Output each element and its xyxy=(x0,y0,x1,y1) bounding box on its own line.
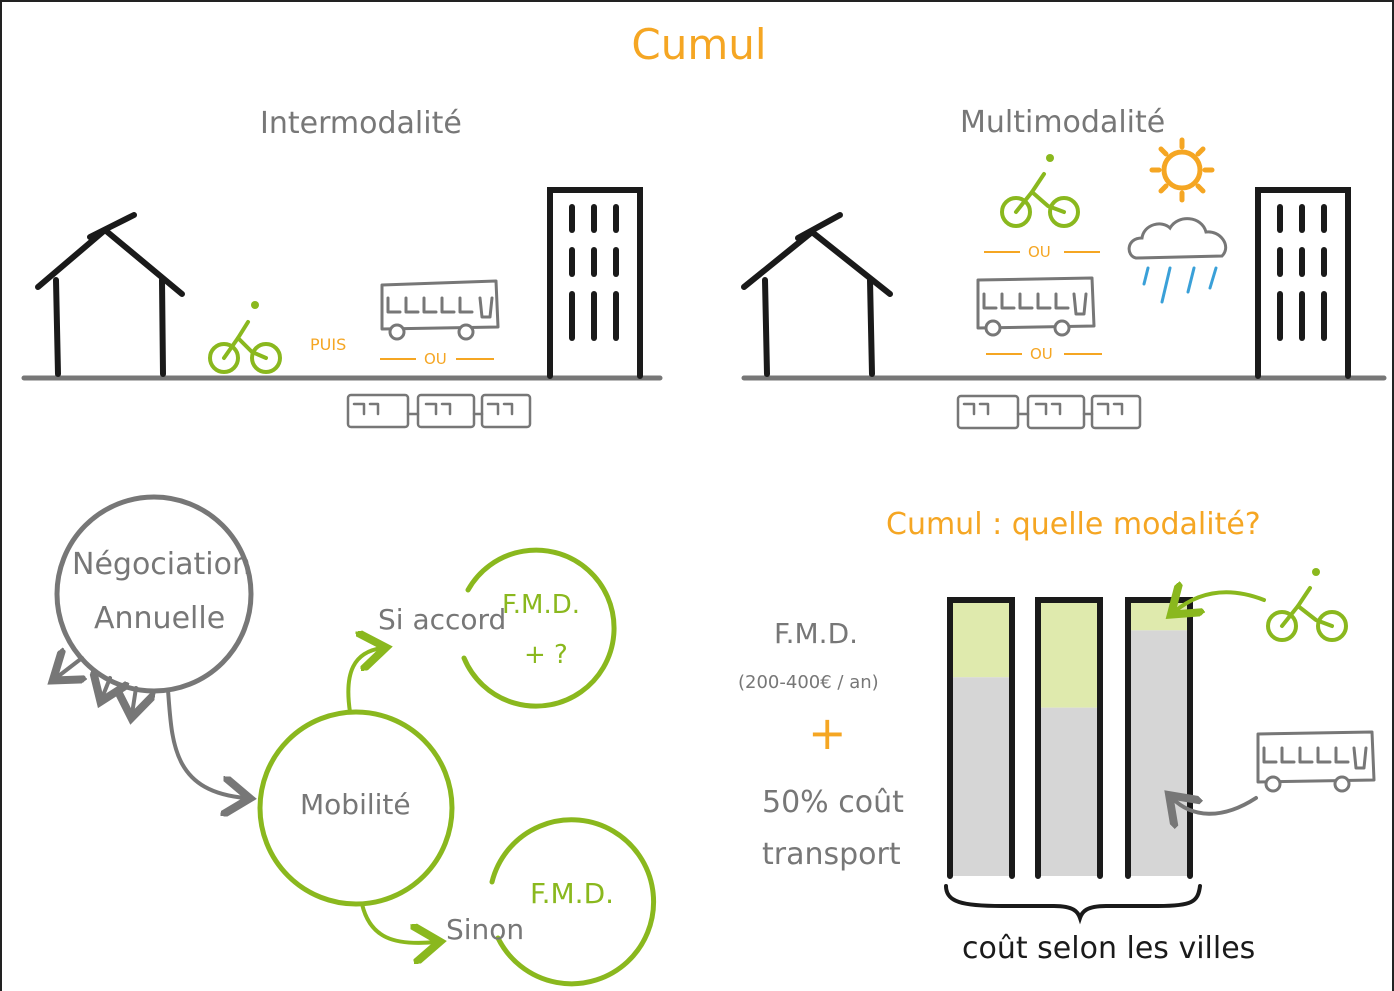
brace xyxy=(944,884,1202,925)
bar-3-outline xyxy=(1125,597,1193,879)
bus-icon xyxy=(976,276,1096,337)
mobilite-label: Mobilité xyxy=(300,788,411,821)
house-icon xyxy=(741,212,893,377)
fmd-amount-label: F.M.D. xyxy=(774,617,859,650)
bar-1-transport-share xyxy=(950,677,1012,876)
cost-caption: coût selon les villes xyxy=(962,931,1256,966)
annuelle-label: Annuelle xyxy=(94,601,226,636)
bar-1-outline xyxy=(947,597,1015,879)
puis-label: PUIS xyxy=(310,335,347,354)
multimodalite-heading: Multimodalité xyxy=(960,105,1166,140)
si-accord-label: Si accord xyxy=(378,603,507,636)
fmd-arc xyxy=(489,817,657,987)
ou-label: OU xyxy=(424,350,447,368)
sinon-label: Sinon xyxy=(446,913,525,946)
plus-question-label: + ? xyxy=(524,640,568,670)
bike-icon xyxy=(1000,154,1080,228)
arrow-to-si-accord xyxy=(346,648,382,714)
fmd-plus-arc xyxy=(461,547,617,709)
plus-sign: + xyxy=(808,706,847,760)
bar-1-bike-share xyxy=(950,600,1012,678)
building-icon xyxy=(1255,187,1351,379)
bus-icon xyxy=(1256,730,1376,793)
arrow-to-mobilite xyxy=(166,688,246,798)
mobilite-circle xyxy=(257,709,455,907)
arrow-bus-to-bar xyxy=(1172,798,1258,814)
bus-icon xyxy=(380,279,500,341)
negociation-circle xyxy=(54,494,254,694)
small-arrows-icon xyxy=(56,658,136,714)
arrow-bike-to-bar xyxy=(1174,592,1266,612)
building-icon xyxy=(547,187,643,379)
rain-cloud-icon xyxy=(1127,217,1228,304)
arrow-to-sinon xyxy=(360,902,436,943)
bar-2-outline xyxy=(1035,597,1103,879)
page-title: Cumul xyxy=(631,20,767,69)
tram-icon xyxy=(956,394,1142,430)
ou-label-bottom: OU xyxy=(1030,345,1053,363)
bike-icon xyxy=(1266,568,1348,642)
fmd-plus-label: F.M.D. xyxy=(502,590,581,620)
cost-bars xyxy=(947,597,1193,879)
bar-3-transport-share xyxy=(1128,630,1190,876)
cost-line-1: 50% coût xyxy=(762,785,904,820)
sun-icon xyxy=(1149,137,1215,203)
bar-2-transport-share xyxy=(1038,707,1100,876)
house-icon xyxy=(35,212,185,377)
cost-line-2: transport xyxy=(762,837,901,872)
cumul-question-heading: Cumul : quelle modalité? xyxy=(886,507,1261,542)
bar-2-bike-share xyxy=(1038,600,1100,708)
tram-icon xyxy=(346,393,532,429)
fmd-range-label: (200-400€ / an) xyxy=(738,672,879,693)
fmd-label: F.M.D. xyxy=(530,877,615,910)
intermodalite-heading: Intermodalité xyxy=(260,106,462,141)
bike-icon xyxy=(208,301,282,374)
negociation-label: Négociation xyxy=(72,547,251,582)
ou-label-top: OU xyxy=(1028,243,1051,261)
